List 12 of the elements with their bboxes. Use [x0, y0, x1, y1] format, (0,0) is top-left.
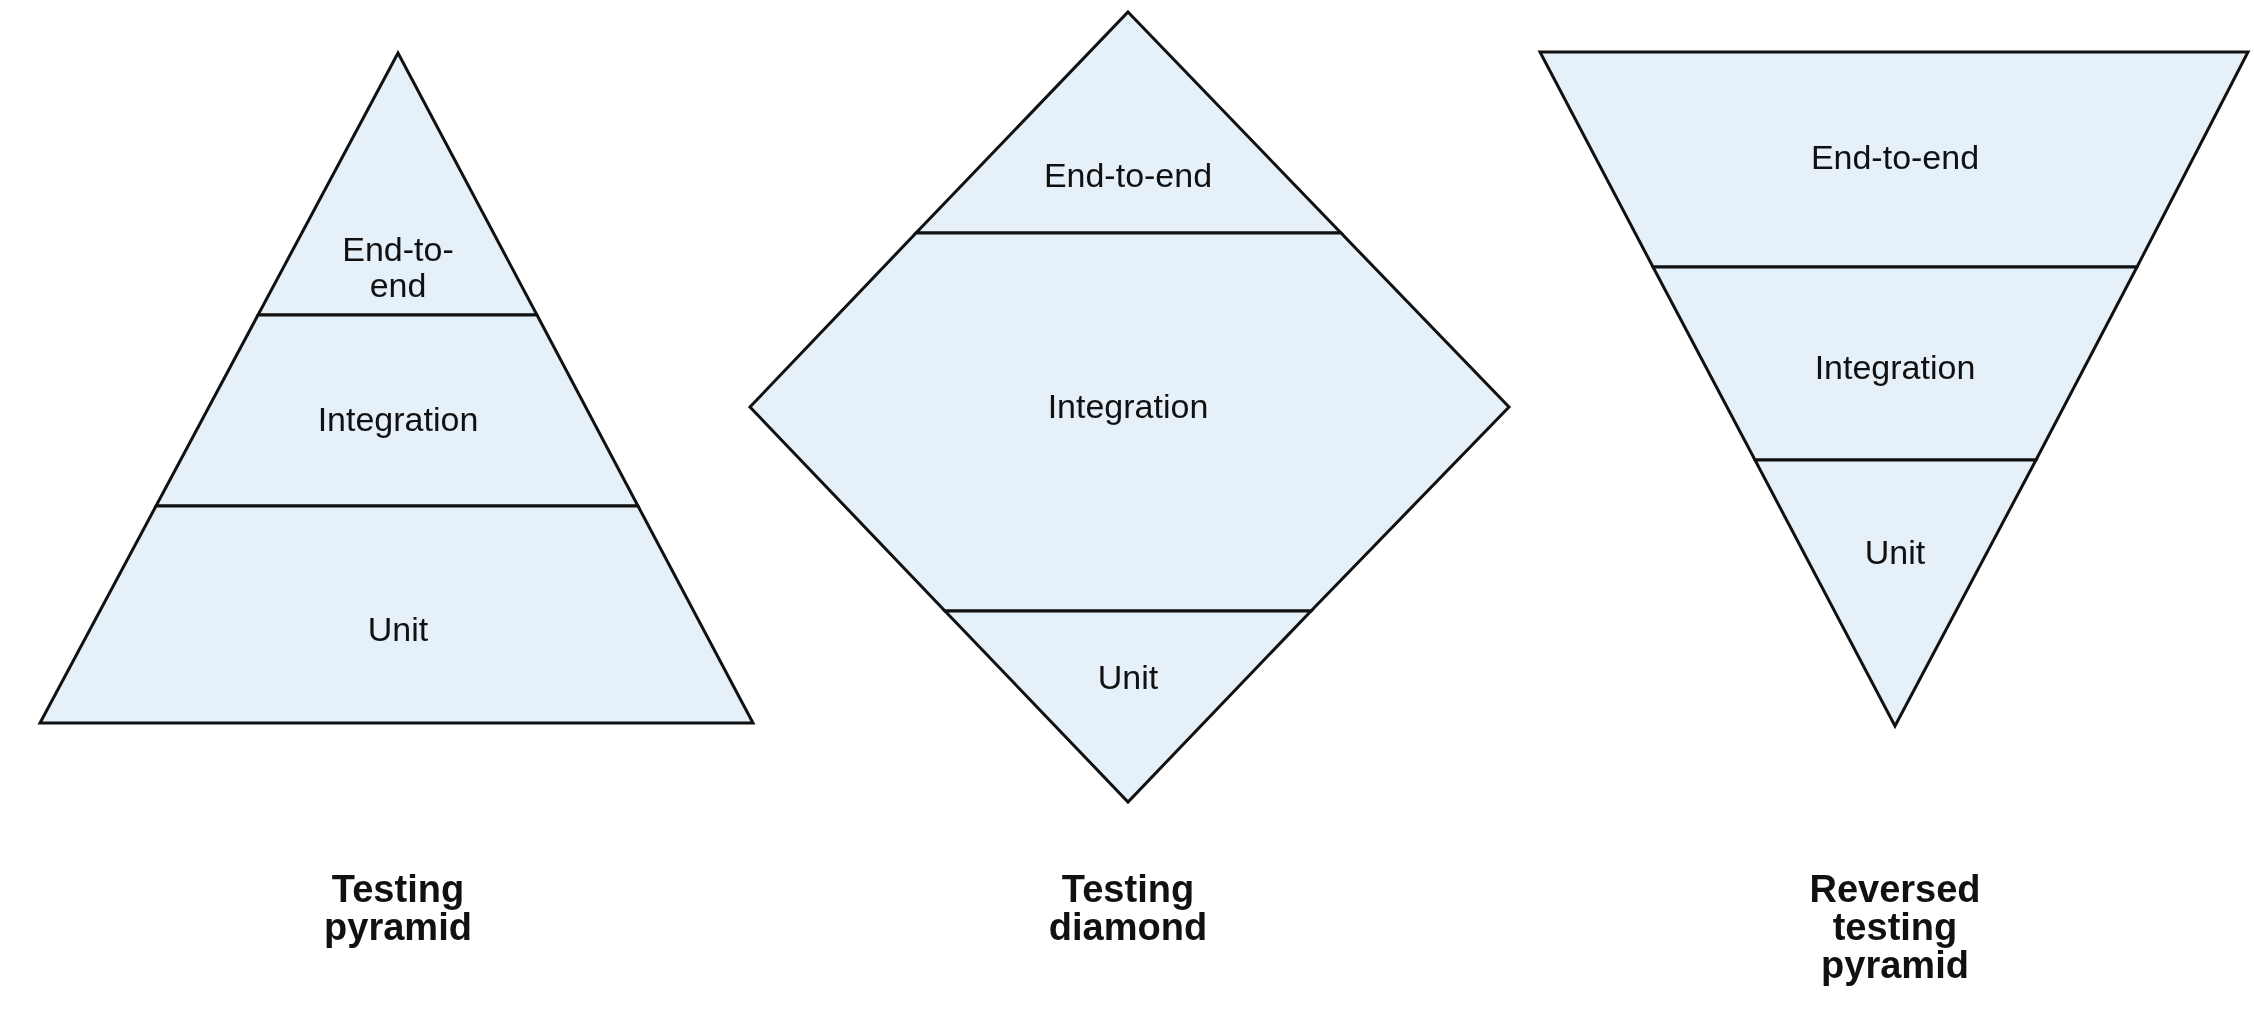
diagram-caption: Testing pyramid: [323, 870, 473, 946]
layer-label: End-to-end: [1042, 158, 1214, 194]
layer-label: Integration: [1813, 350, 1977, 386]
layer-label: End-to-end: [1809, 140, 1981, 176]
layer-label: Unit: [366, 612, 430, 648]
diagram-caption: Reversed testing pyramid: [1808, 870, 1982, 984]
layer-label: Unit: [1096, 660, 1160, 696]
layer-label: Unit: [1863, 535, 1927, 571]
layer-label: Integration: [1046, 389, 1210, 425]
layer-label: End-to-end: [341, 232, 455, 304]
layer-label: Integration: [316, 402, 480, 438]
diagram-caption: Testing diamond: [1047, 870, 1209, 946]
